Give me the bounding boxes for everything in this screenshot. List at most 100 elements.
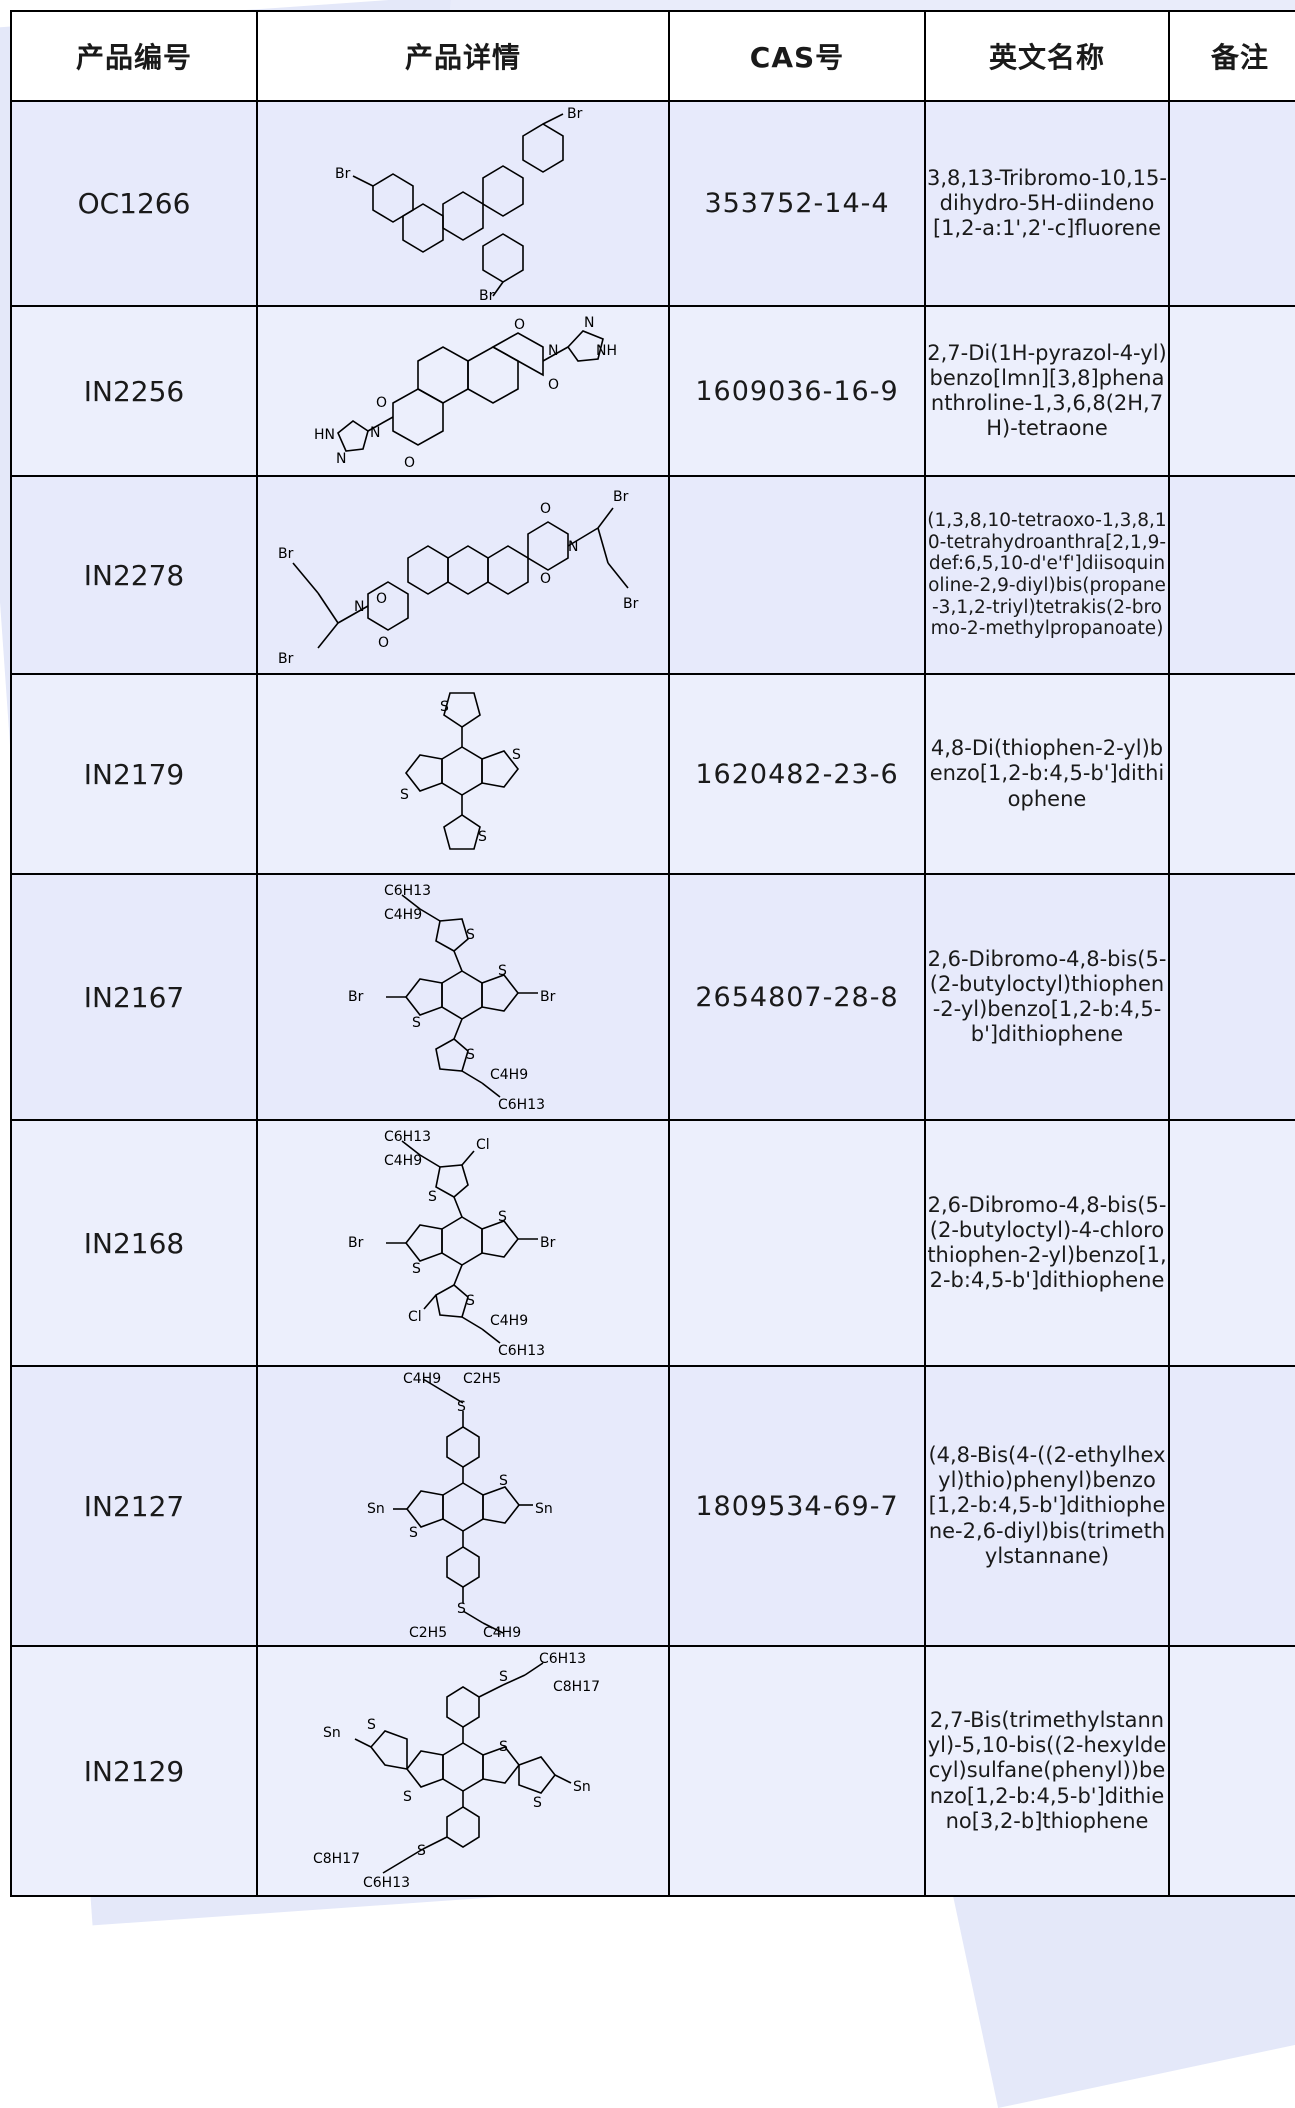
- svg-text:S: S: [412, 1261, 421, 1277]
- structure-image: C4H9 C2H5 S Sn Sn S S S C2H5 C4H9: [256, 1365, 670, 1647]
- svg-text:C4H9: C4H9: [490, 1313, 528, 1329]
- cas-number: 353752-14-4: [668, 100, 926, 307]
- svg-text:C4H9: C4H9: [490, 1067, 528, 1083]
- svg-text:S: S: [478, 829, 487, 845]
- table-row: IN2129: [10, 1645, 1295, 1897]
- structure-image: C6H13 C4H9 Cl S S Br Br S S Cl C4H9 C6H1…: [256, 1119, 670, 1367]
- svg-text:S: S: [412, 1015, 421, 1031]
- svg-text:C2H5: C2H5: [409, 1625, 447, 1641]
- svg-text:Sn: Sn: [535, 1501, 553, 1517]
- structure-image: Br Br Br Br O O N N O O: [256, 475, 670, 675]
- header-row: 产品编号 产品详情 CAS号 英文名称 备注: [10, 10, 1295, 102]
- note-cell: [1168, 673, 1295, 875]
- svg-text:S: S: [457, 1601, 466, 1617]
- svg-text:C4H9: C4H9: [384, 907, 422, 923]
- structure-image: C6H13 C8H17 S Sn S S S S Sn C8H17 S C6H1…: [256, 1645, 670, 1897]
- dibromo-bdt-chlorothiophene-structure-icon: C6H13 C4H9 Cl S S Br Br S S Cl C4H9 C6H1…: [348, 1129, 556, 1359]
- svg-text:N: N: [584, 315, 594, 331]
- svg-text:C6H13: C6H13: [498, 1343, 545, 1359]
- svg-text:Sn: Sn: [323, 1725, 341, 1741]
- cas-number: [668, 1645, 926, 1897]
- svg-text:S: S: [409, 1525, 418, 1541]
- svg-text:S: S: [367, 1717, 376, 1733]
- svg-text:O: O: [404, 455, 415, 471]
- svg-text:C6H13: C6H13: [539, 1651, 586, 1667]
- svg-text:Br: Br: [613, 489, 629, 505]
- structure-image: Br Br Br: [256, 100, 670, 307]
- svg-text:O: O: [514, 317, 525, 333]
- english-name: 2,6-Dibromo-4,8-bis(5-(2-butyloctyl)thio…: [924, 873, 1170, 1121]
- svg-text:S: S: [417, 1843, 426, 1859]
- svg-text:O: O: [376, 395, 387, 411]
- svg-text:S: S: [457, 1399, 466, 1415]
- note-cell: [1168, 1119, 1295, 1367]
- svg-text:S: S: [498, 963, 507, 979]
- cas-number: 2654807-28-8: [668, 873, 926, 1121]
- svg-text:S: S: [499, 1669, 508, 1685]
- table-row: IN2179 S S S S 1620482-23-6 4,8-Di(thio: [10, 673, 1295, 875]
- svg-text:Cl: Cl: [408, 1309, 422, 1325]
- svg-text:Br: Br: [540, 989, 556, 1005]
- svg-text:N: N: [568, 539, 578, 555]
- table-row: OC1266 Br Br Br 353752-14-4: [10, 100, 1295, 307]
- english-name: 2,6-Dibromo-4,8-bis(5-(2-butyloctyl)-4-c…: [924, 1119, 1170, 1367]
- bdt-dithiophene-structure-icon: S S S S: [400, 692, 521, 850]
- svg-text:Cl: Cl: [476, 1137, 490, 1153]
- svg-text:S: S: [428, 1189, 437, 1205]
- svg-text:O: O: [378, 635, 389, 651]
- svg-text:S: S: [440, 699, 449, 715]
- svg-text:N: N: [354, 599, 364, 615]
- product-table: 产品编号 产品详情 CAS号 英文名称 备注 OC1266: [10, 10, 1295, 1897]
- svg-text:Sn: Sn: [367, 1501, 385, 1517]
- note-cell: [1168, 873, 1295, 1121]
- english-name: 4,8-Di(thiophen-2-yl)benzo[1,2-b:4,5-b']…: [924, 673, 1170, 875]
- note-cell: [1168, 305, 1295, 477]
- svg-text:Br: Br: [479, 288, 495, 301]
- cas-number: 1809534-69-7: [668, 1365, 926, 1647]
- svg-text:S: S: [466, 927, 475, 943]
- perylene-diimide-bromoester-structure-icon: Br Br Br Br O O N N O O: [278, 489, 639, 667]
- header-cas: CAS号: [668, 10, 926, 102]
- structure-image: S S S S: [256, 673, 670, 875]
- svg-text:S: S: [400, 787, 409, 803]
- bdt-thiophenyl-stannane-structure-icon: C4H9 C2H5 S Sn Sn S S S C2H5 C4H9: [367, 1371, 553, 1641]
- svg-text:S: S: [498, 1209, 507, 1225]
- svg-text:S: S: [512, 747, 521, 763]
- svg-text:S: S: [499, 1739, 508, 1755]
- product-code: IN2167: [10, 873, 258, 1121]
- product-code: IN2179: [10, 673, 258, 875]
- table-row: IN2127 C4: [10, 1365, 1295, 1647]
- svg-text:C4H9: C4H9: [483, 1625, 521, 1641]
- note-cell: [1168, 475, 1295, 675]
- svg-text:C2H5: C2H5: [463, 1371, 501, 1387]
- product-code: IN2168: [10, 1119, 258, 1367]
- svg-text:O: O: [540, 501, 551, 517]
- table-row: IN2256 O O O O N N N: [10, 305, 1295, 477]
- svg-text:HN: HN: [314, 427, 335, 443]
- svg-text:C6H13: C6H13: [498, 1097, 545, 1113]
- product-code: IN2278: [10, 475, 258, 675]
- svg-text:S: S: [466, 1047, 475, 1063]
- naphthalene-diimide-pyrazole-structure-icon: O O O O N N N NH HN N: [314, 315, 617, 471]
- header-english-name: 英文名称: [924, 10, 1170, 102]
- cas-number: 1609036-16-9: [668, 305, 926, 477]
- svg-text:S: S: [466, 1293, 475, 1309]
- table-row: IN2278 Br Br: [10, 475, 1295, 675]
- product-code: IN2256: [10, 305, 258, 477]
- svg-text:O: O: [548, 377, 559, 393]
- svg-text:Sn: Sn: [573, 1779, 591, 1795]
- structure-image: C6H13 C4H9 S S Br Br S S C4H9 C6H13: [256, 873, 670, 1121]
- svg-text:Br: Br: [278, 651, 294, 667]
- dibromo-bdt-butyloctyl-thiophene-structure-icon: C6H13 C4H9 S S Br Br S S C4H9 C6H13: [348, 883, 556, 1113]
- header-product-detail: 产品详情: [256, 10, 670, 102]
- header-note: 备注: [1168, 10, 1295, 102]
- svg-text:C6H13: C6H13: [363, 1875, 410, 1891]
- svg-text:Br: Br: [623, 596, 639, 612]
- svg-text:Br: Br: [278, 546, 294, 562]
- svg-text:N: N: [370, 425, 380, 441]
- product-code: IN2127: [10, 1365, 258, 1647]
- note-cell: [1168, 1365, 1295, 1647]
- english-name: (4,8-Bis(4-((2-ethylhexyl)thio)phenyl)be…: [924, 1365, 1170, 1647]
- cas-number: 1620482-23-6: [668, 673, 926, 875]
- svg-text:C6H13: C6H13: [384, 1129, 431, 1145]
